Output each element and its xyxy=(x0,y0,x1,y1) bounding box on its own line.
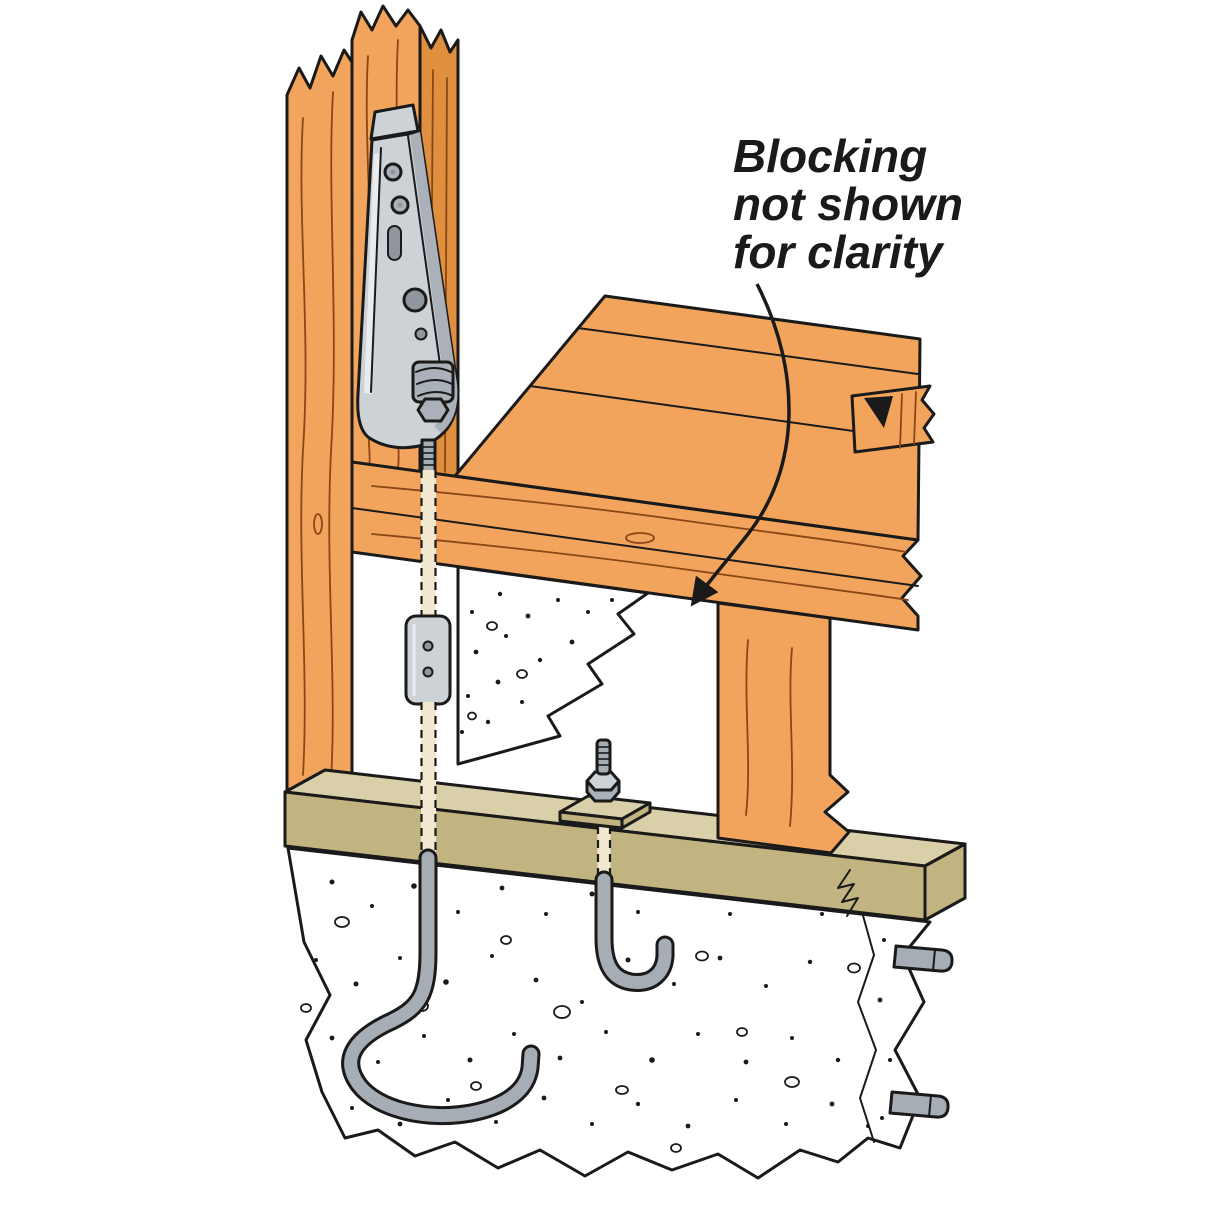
broken-joist-end xyxy=(850,384,936,454)
stud-left xyxy=(285,48,354,807)
annotation-arrow-icon xyxy=(690,283,791,607)
threaded-rod-assembly xyxy=(341,438,541,1126)
j-bolt xyxy=(344,851,538,1123)
hidden-rod-through-sill xyxy=(421,702,436,860)
anchor-nut-top xyxy=(585,770,621,792)
dowel-pin xyxy=(888,1090,950,1119)
holdown-device xyxy=(356,103,459,450)
anchor-hook xyxy=(597,873,672,989)
rebar-dowels xyxy=(888,944,954,1119)
floor-front-face xyxy=(350,460,923,632)
anchor-bolt-assembly xyxy=(558,738,675,992)
anchor-stub xyxy=(595,738,612,776)
sheathing-seam-2 xyxy=(577,327,919,375)
hidden-anchor-rod xyxy=(597,826,611,882)
annotation-line-2: not shown xyxy=(733,178,963,230)
takeup-nut xyxy=(416,397,450,423)
plate-seam xyxy=(351,507,919,587)
cavity-speckles xyxy=(460,591,614,734)
annotation-line-1: Blocking xyxy=(733,130,927,182)
holdown-hole xyxy=(402,287,428,313)
concrete-foundation xyxy=(286,846,932,1180)
anchor-washer-side xyxy=(620,801,652,830)
annotation: Blocking not shown for clarity xyxy=(690,130,963,607)
sill-break-mark xyxy=(837,869,859,917)
concrete-speckles xyxy=(300,879,892,1153)
annotation-line-3: for clarity xyxy=(733,226,945,278)
floor-framing xyxy=(350,294,936,632)
rim-joist xyxy=(716,601,851,855)
threaded-rod xyxy=(420,438,437,474)
holdown-slot xyxy=(387,225,402,261)
dowel-pin xyxy=(892,944,954,973)
hidden-rod-through-floor xyxy=(421,470,436,618)
floor-top-face xyxy=(453,294,922,542)
concrete-corner-break xyxy=(857,911,877,1143)
concrete-cavity-patch xyxy=(456,565,650,766)
holdown-hole-small xyxy=(414,327,428,341)
